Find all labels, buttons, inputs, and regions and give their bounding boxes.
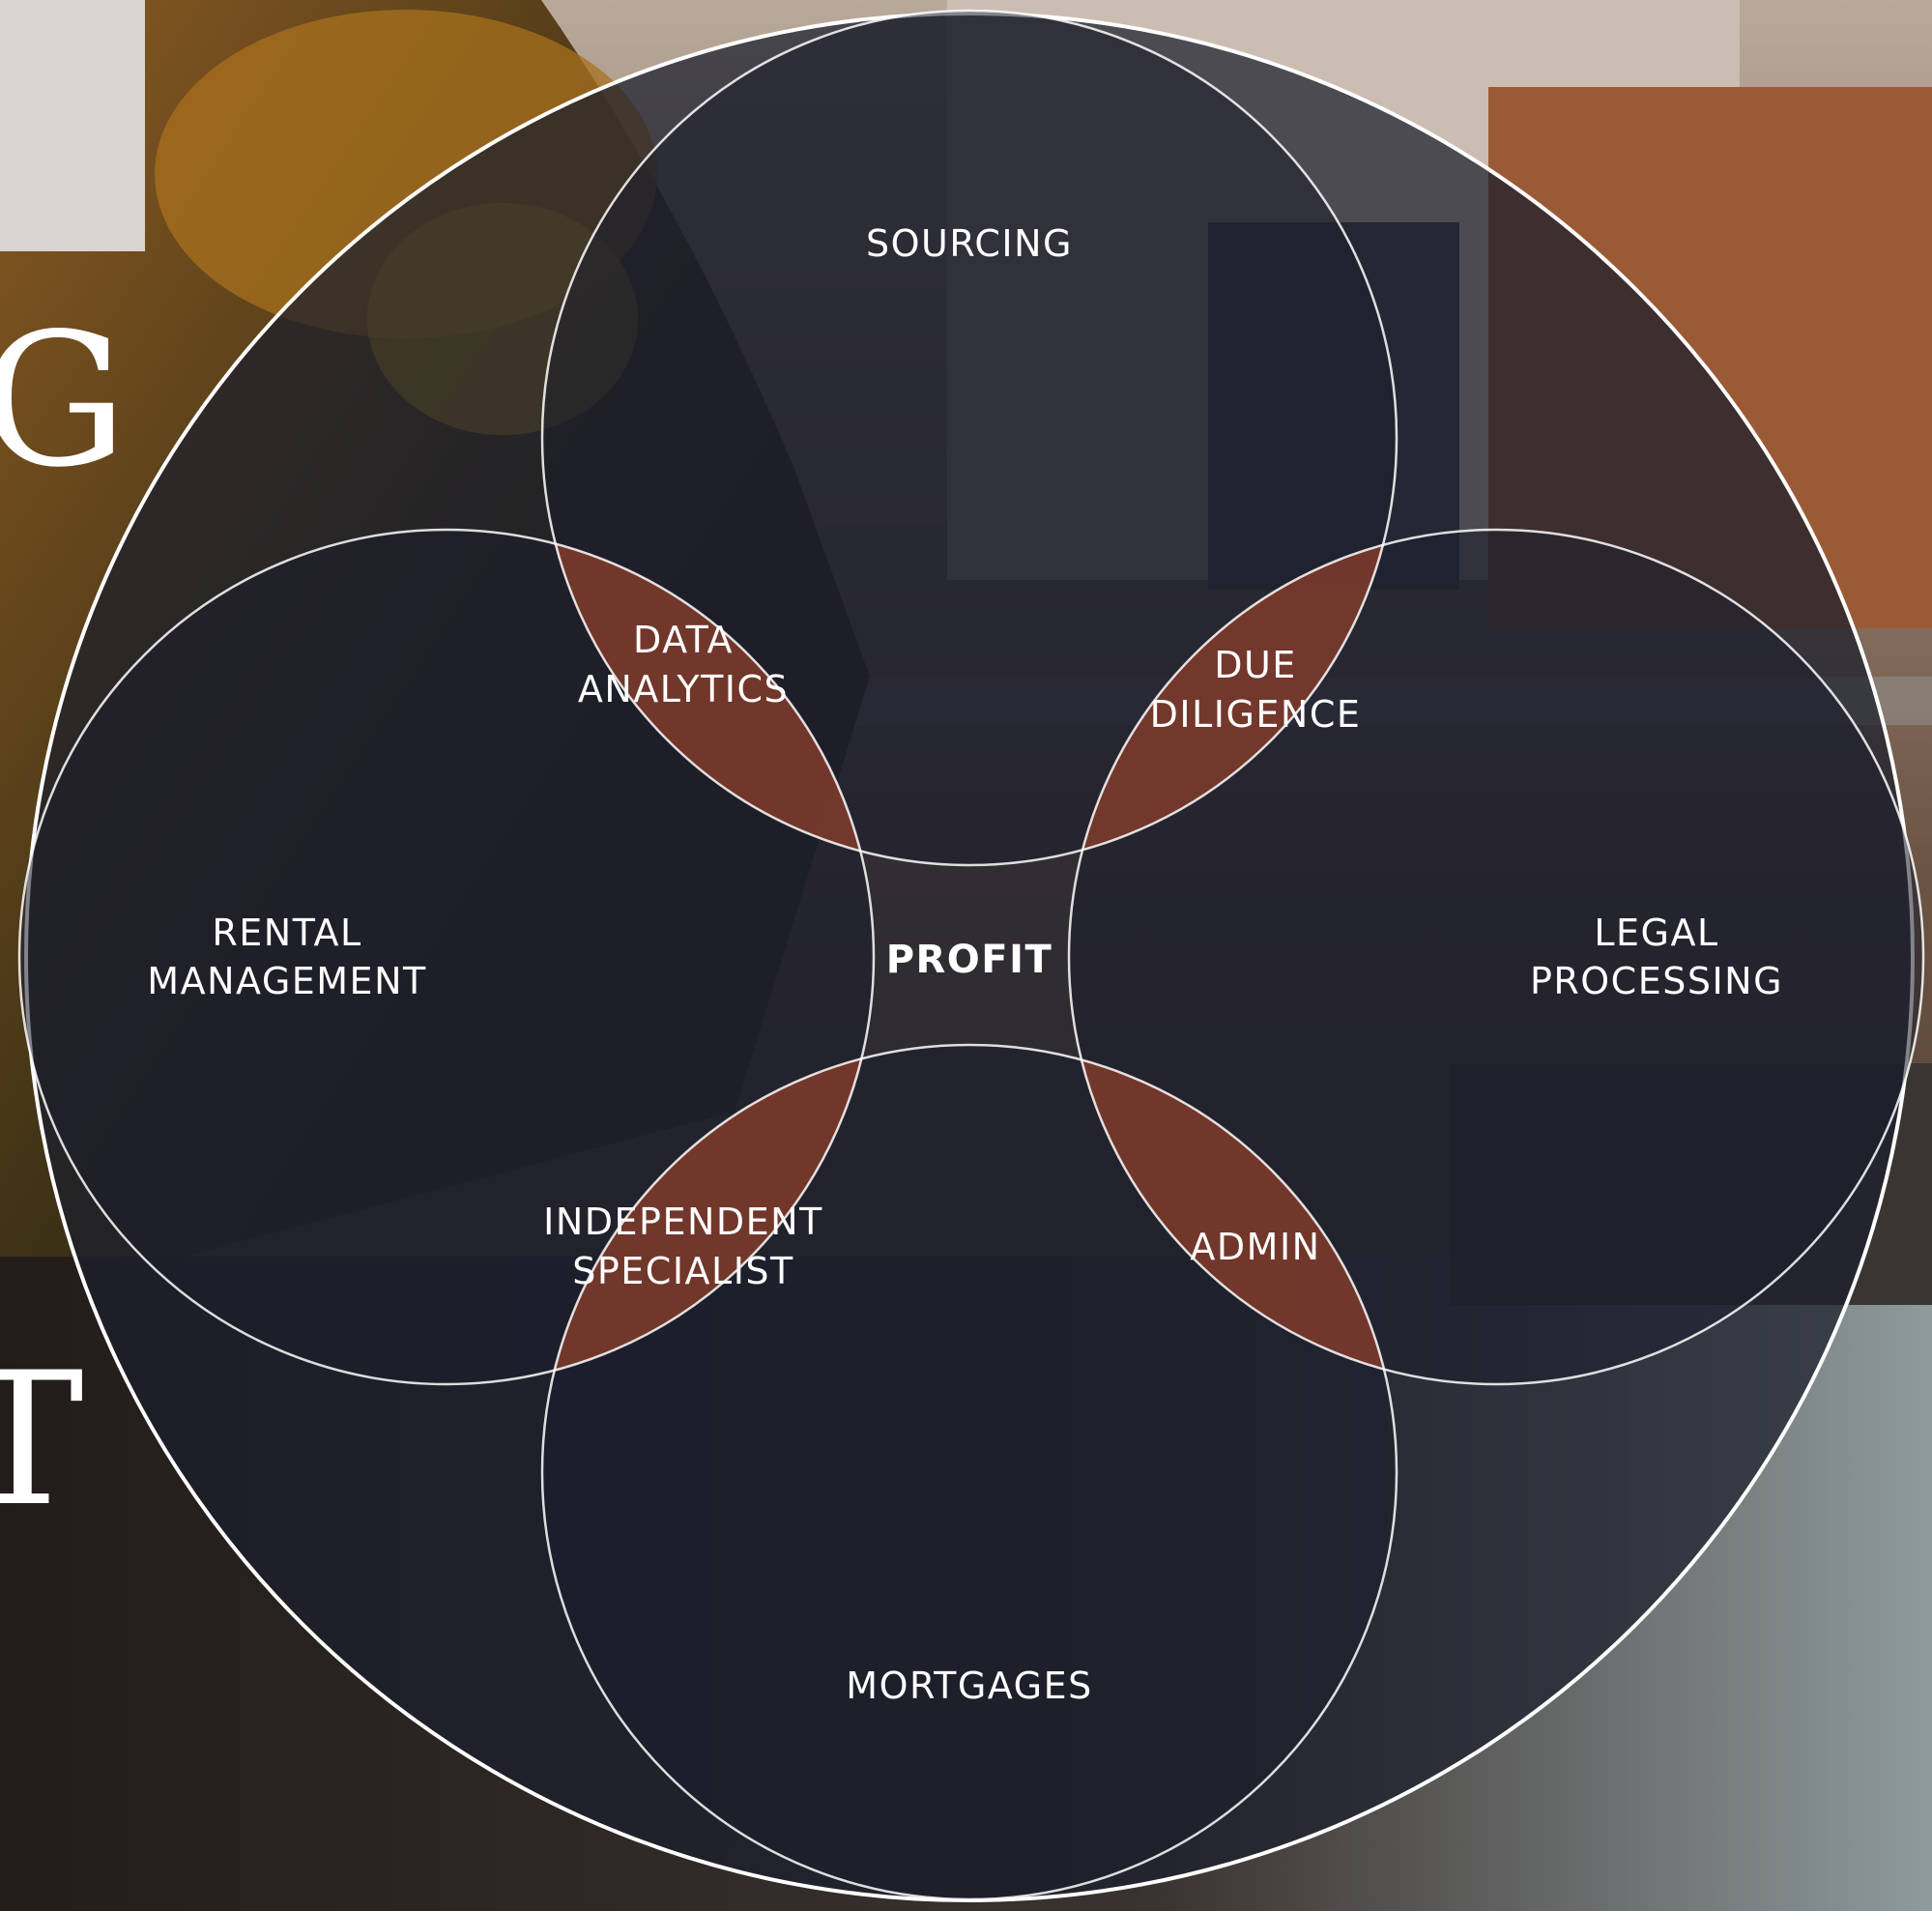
label-mortgages: MORTGAGES xyxy=(846,1665,1092,1707)
label-admin: ADMIN xyxy=(1190,1226,1320,1268)
label-data-line1: DATA xyxy=(633,619,734,661)
side-letter-top: G xyxy=(0,294,128,507)
label-independent-line2: SPECIALIST xyxy=(572,1250,794,1292)
label-rental-line2: MANAGEMENT xyxy=(147,960,426,1002)
petal-left-circle xyxy=(19,530,874,1384)
petal-bottom-circle xyxy=(542,1045,1397,1899)
petal-top-outline xyxy=(540,9,1399,867)
petal-left-outline xyxy=(17,528,876,1386)
petal-bottom-outline xyxy=(540,1043,1399,1901)
label-independent-line1: INDEPENDENT xyxy=(543,1201,823,1243)
label-rental-line1: RENTAL xyxy=(212,912,361,954)
label-due-line2: DILIGENCE xyxy=(1150,693,1362,736)
label-profit: PROFIT xyxy=(886,938,1053,982)
label-legal-line2: PROCESSING xyxy=(1530,960,1783,1002)
label-legal-line1: LEGAL xyxy=(1594,912,1718,954)
petal-top-circle xyxy=(542,11,1397,865)
label-due-line1: DUE xyxy=(1214,644,1297,686)
side-letter-bottom: T xyxy=(0,1333,84,1547)
petal-right-circle xyxy=(1069,530,1923,1384)
label-sourcing: SOURCING xyxy=(866,222,1073,265)
petal-right-outline xyxy=(1067,528,1925,1386)
label-data-line2: ANALYTICS xyxy=(578,668,789,710)
